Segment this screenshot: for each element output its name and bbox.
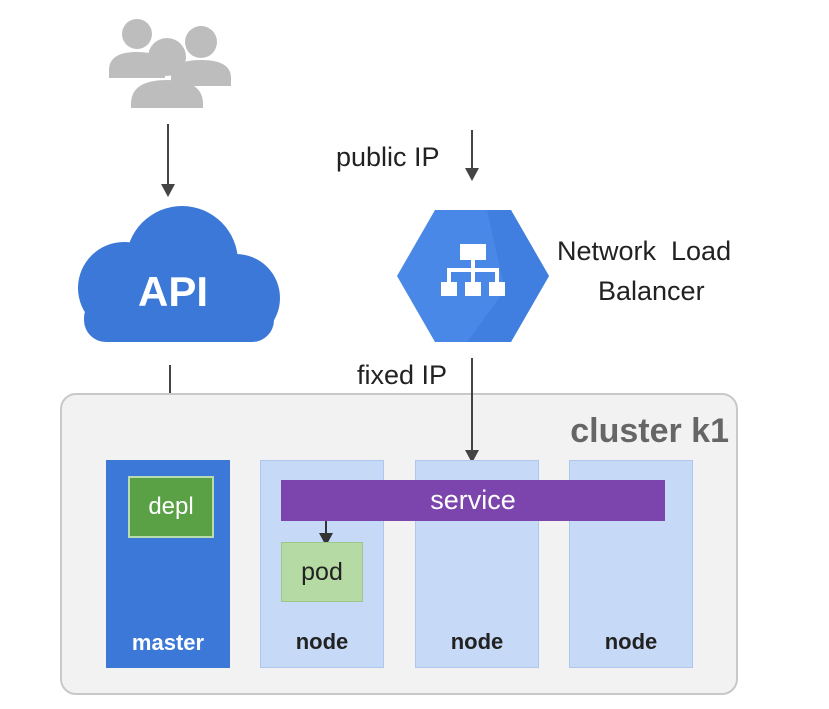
public-ip-label: public IP [336, 142, 440, 172]
lb-to-service-arrow [471, 358, 473, 450]
arrow-head [465, 168, 479, 181]
load-balancer-label-line1: Network Load [557, 236, 732, 266]
arrow-head [161, 184, 175, 197]
deployment-box: depl [128, 476, 214, 538]
service-to-pod-arrow [325, 521, 327, 535]
fixed-ip-label: fixed IP [357, 360, 448, 390]
cluster-title: cluster k1 [570, 412, 729, 450]
service-bar: service [281, 480, 665, 521]
pod-box: pod [281, 542, 363, 602]
public-ip-arrow [471, 130, 473, 168]
users-group-icon [109, 19, 231, 108]
users-to-api-arrow [167, 124, 169, 184]
node-label: node [450, 629, 504, 654]
node-label: node [295, 629, 349, 654]
api-to-master-arrow [169, 365, 171, 419]
arrow-head [465, 450, 479, 463]
node-label: node [604, 629, 658, 654]
master-label: master [131, 630, 205, 655]
api-label: API [137, 268, 208, 315]
network-hierarchy-icon [397, 210, 549, 342]
load-balancer-label-line2: Balancer [598, 276, 705, 306]
cloud-icon [78, 206, 280, 342]
